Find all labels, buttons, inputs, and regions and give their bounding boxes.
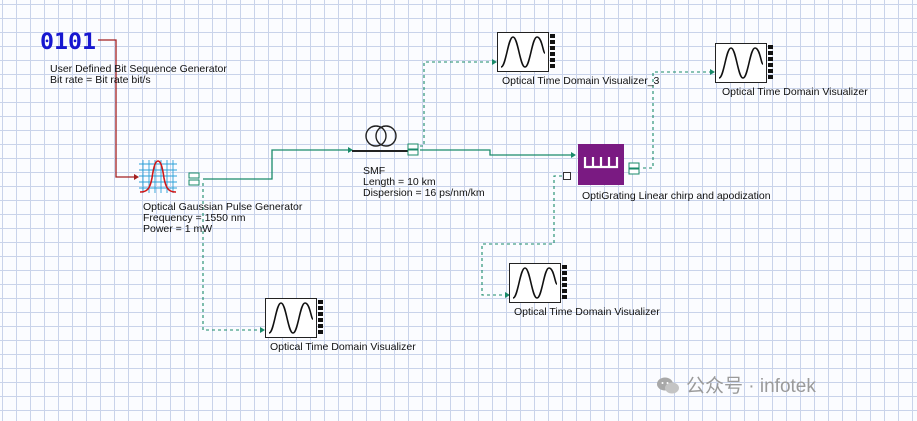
waveform-icon — [512, 267, 558, 299]
smf-fiber[interactable] — [352, 124, 422, 156]
watermark: 公众号 · infotek — [656, 371, 816, 398]
watermark-text: 公众号 · infotek — [686, 376, 816, 397]
arrow-head — [260, 327, 265, 333]
grating-output-port[interactable] — [563, 172, 571, 180]
smf-dispersion: Dispersion = 16 ps/nm/km — [363, 187, 485, 199]
arrow-head — [571, 152, 576, 158]
waveform-icon — [500, 36, 546, 68]
gaussian-pulse-generator[interactable] — [137, 156, 203, 196]
bit-sequence-generator[interactable]: 0101 — [40, 28, 100, 55]
fiber-spool-icon — [352, 125, 419, 156]
visualizer-3-label: Optical Time Domain Visualizer_3 — [502, 75, 660, 87]
optigrating-component[interactable] — [578, 143, 646, 187]
time-domain-visualizer-3[interactable] — [497, 32, 555, 72]
arrow-head — [348, 147, 353, 153]
visualizer-bottom-left-label: Optical Time Domain Visualizer — [270, 341, 416, 353]
arrow-head — [134, 174, 139, 180]
waveform-icon — [718, 47, 764, 79]
port-bars — [318, 300, 323, 336]
gaussian-pulse-icon — [139, 160, 200, 193]
time-domain-visualizer-top-right[interactable] — [715, 43, 773, 83]
bit-generator-name: User Defined Bit Sequence Generator — [50, 63, 227, 75]
optical-wire — [420, 149, 573, 156]
pulse-generator-power: Power = 1 mW — [143, 223, 213, 235]
smf-name: SMF — [363, 165, 386, 177]
grating-icon — [578, 144, 640, 185]
wechat-icon — [657, 377, 679, 393]
port-bars — [562, 265, 567, 301]
arrow-head — [710, 69, 715, 75]
time-domain-visualizer-bottom-left[interactable] — [265, 298, 323, 338]
visualizer-bottom-mid-label: Optical Time Domain Visualizer — [514, 306, 660, 318]
bit-icon-text: 0101 — [40, 30, 96, 52]
monitor-wire — [202, 183, 262, 331]
arrow-head — [505, 292, 510, 298]
electrical-wire — [98, 39, 134, 178]
pulse-generator-freq: Frequency = 1550 nm — [143, 212, 246, 224]
time-domain-visualizer-bottom-mid[interactable] — [509, 263, 567, 303]
bit-sequence-icon: 0101 — [40, 30, 96, 55]
arrow-head — [492, 59, 497, 65]
optical-wire — [203, 149, 350, 180]
grating-name: OptiGrating Linear chirp and apodization — [582, 190, 771, 202]
smf-length: Length = 10 km — [363, 176, 436, 188]
port-bars — [550, 34, 555, 70]
visualizer-top-right-label: Optical Time Domain Visualizer — [722, 86, 868, 98]
port-bars — [768, 45, 773, 81]
pulse-generator-name: Optical Gaussian Pulse Generator — [143, 201, 303, 213]
bit-generator-param: Bit rate = Bit rate bit/s — [50, 74, 151, 86]
monitor-wire — [420, 61, 494, 147]
waveform-icon — [268, 302, 314, 334]
